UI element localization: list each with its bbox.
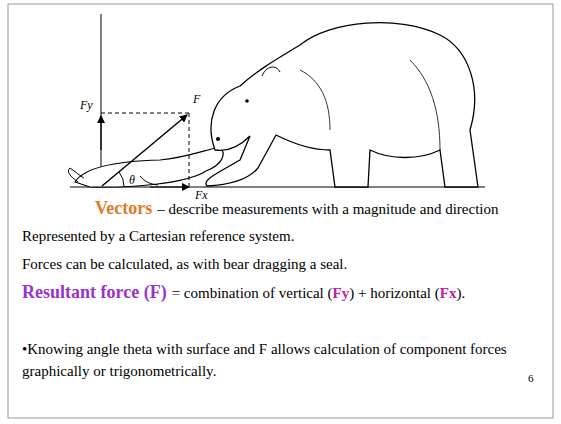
text-line: Forces can be calculated, as with bear d… [22, 250, 542, 278]
text-line: Represented by a Cartesian reference sys… [22, 222, 542, 250]
body-text: – describe measurements with a magnitude… [157, 201, 498, 217]
text-line: Resultant force (F) = combination of vert… [22, 278, 534, 307]
slide-frame [8, 4, 553, 418]
fy-dashed-line [101, 113, 189, 114]
fy-label: Fy [80, 98, 93, 112]
heading-term: Resultant force (F) [22, 282, 167, 302]
fx-dashed-line [189, 113, 190, 186]
bear-body [206, 23, 478, 187]
theta-label: θ [129, 173, 135, 187]
bear-nose [216, 137, 220, 141]
body-text: Represented by a Cartesian reference sys… [22, 228, 294, 244]
heading-term: Vectors [95, 198, 152, 218]
bear-eye [245, 99, 249, 103]
text-line: Vectors – describe measurements with a ma… [95, 194, 545, 223]
seal-flipper [140, 176, 158, 185]
component-term: Fy [333, 285, 350, 301]
f-label: F [193, 92, 200, 106]
fx-label: Fx [195, 188, 208, 202]
body-text: ) + horizontal ( [349, 285, 440, 301]
y-axis [101, 14, 102, 187]
bullet-text: •Knowing angle theta with surface and F … [22, 341, 507, 379]
body-text: ). [456, 285, 465, 301]
component-term: Fx [440, 285, 457, 301]
bear-fur-lines [300, 60, 440, 150]
page-number: 6 [528, 372, 534, 384]
bear-ear [262, 67, 280, 76]
angle-arc [119, 172, 124, 187]
resultant-force-arrow [102, 115, 187, 186]
text-line: •Knowing angle theta with surface and F … [22, 338, 522, 382]
seal-tail [68, 168, 84, 182]
body-text: = combination of vertical ( [172, 285, 333, 301]
fx-arrow [150, 186, 189, 187]
seal-body [75, 147, 223, 187]
body-text: Forces can be calculated, as with bear d… [22, 256, 347, 272]
fy-arrow [100, 116, 101, 150]
